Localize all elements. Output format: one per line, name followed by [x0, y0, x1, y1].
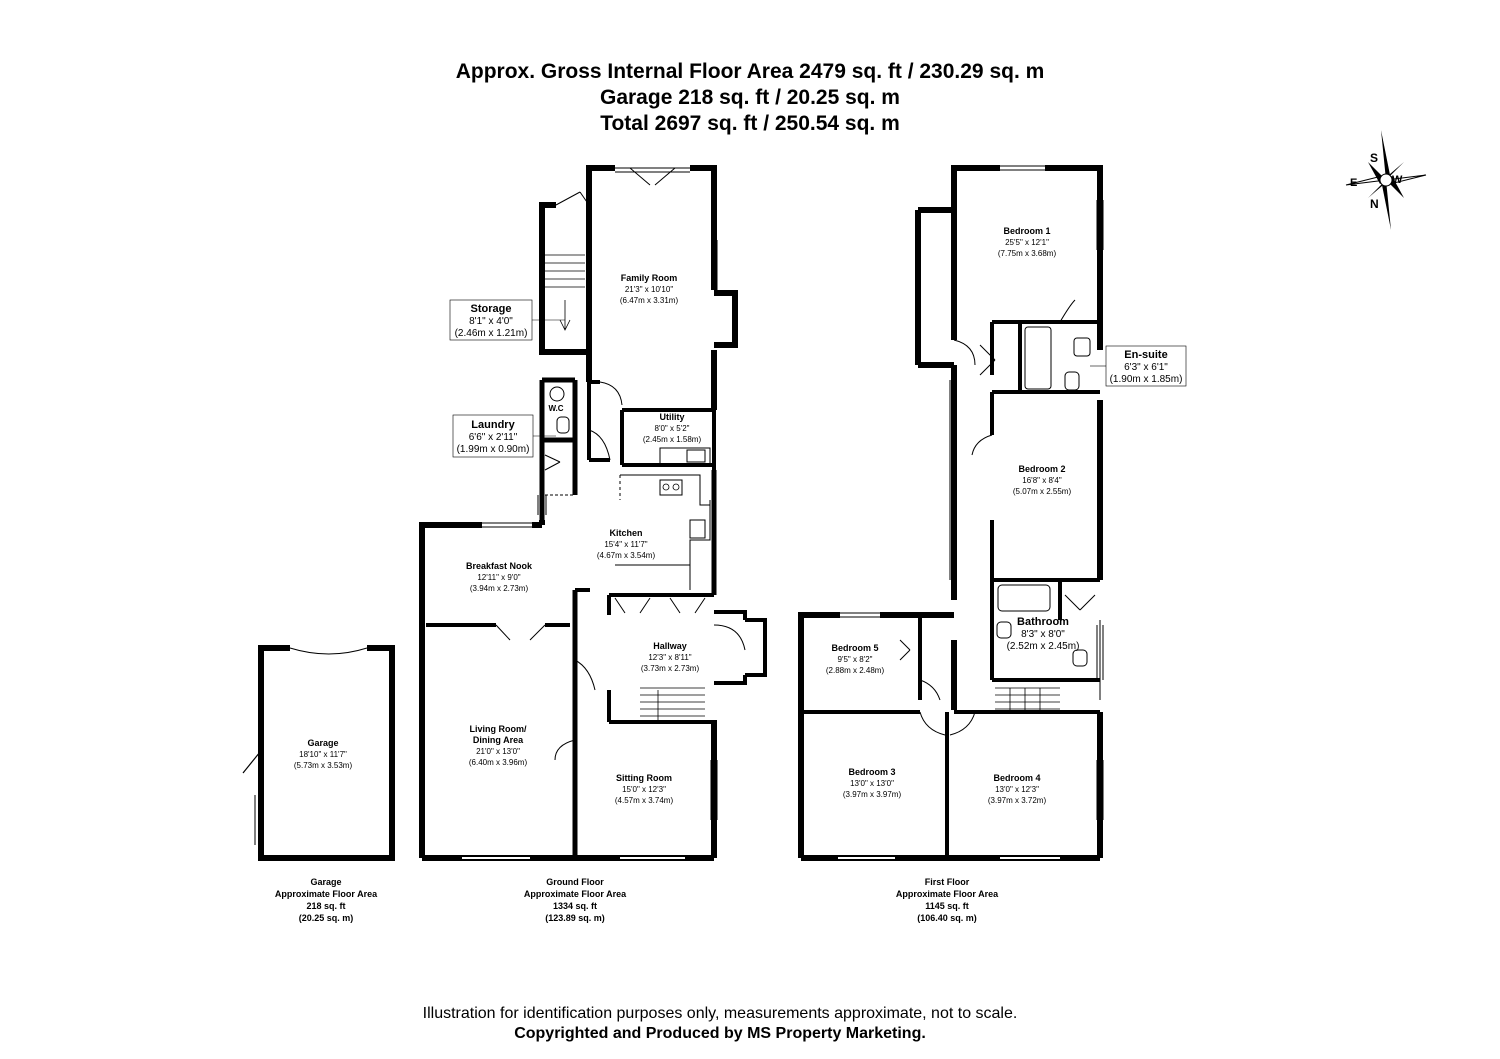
disclaimer-text: Illustration for identification purposes… — [422, 1005, 1018, 1022]
compass-s-label: S — [1370, 151, 1378, 165]
garage-metric: (5.73m x 3.53m) — [294, 761, 353, 770]
living-room-imperial: 21'0" x 13'0" — [476, 747, 520, 756]
laundry-name: Laundry — [471, 419, 515, 431]
first-floor-name: First Floor — [925, 877, 970, 887]
laundry-callout — [452, 414, 534, 458]
bedroom3-metric: (3.97m x 3.97m) — [843, 790, 902, 799]
storage-imperial: 8'1" x 4'0" — [469, 316, 513, 327]
storage-name: Storage — [471, 303, 512, 315]
first-floor-label: Approximate Floor Area — [896, 889, 999, 899]
first-floor-sqm: (106.40 sq. m) — [917, 913, 977, 923]
garage-area-title: Garage 218 sq. ft / 20.25 sq. m — [600, 86, 900, 109]
bedroom4-metric: (3.97m x 3.72m) — [988, 796, 1047, 805]
kitchen-metric: (4.67m x 3.54m) — [597, 551, 656, 560]
ground-floor-sqft: 1334 sq. ft — [553, 901, 597, 911]
bedroom2-metric: (5.07m x 2.55m) — [1013, 487, 1072, 496]
ground-floor-name: Ground Floor — [546, 877, 604, 887]
ensuite-imperial: 6'3" x 6'1" — [1124, 362, 1168, 373]
compass-w-label: W — [1392, 174, 1403, 186]
bedroom2-imperial: 16'8" x 8'4" — [1022, 476, 1062, 485]
living-room-name-line1: Living Room/ — [470, 724, 527, 734]
laundry-imperial: 6'6" x 2'11" — [469, 432, 518, 443]
first-floor-plan — [798, 165, 1104, 861]
sitting-room-name: Sitting Room — [616, 773, 672, 783]
bedroom2-name: Bedroom 2 — [1018, 464, 1065, 474]
utility-imperial: 8'0" x 5'2" — [655, 424, 690, 433]
laundry-metric: (1.99m x 0.90m) — [457, 444, 530, 455]
bedroom4-imperial: 13'0" x 12'3" — [995, 785, 1039, 794]
sitting-room-metric: (4.57m x 3.74m) — [615, 796, 674, 805]
garage-imperial: 18'10" x 11'7" — [299, 750, 347, 759]
garage-floor-sqft: 218 sq. ft — [306, 901, 345, 911]
bedroom3-name: Bedroom 3 — [848, 767, 895, 777]
bathroom-metric: (2.52m x 2.45m) — [1007, 641, 1080, 652]
compass-n-label: N — [1370, 197, 1379, 211]
compass-icon: S W N E — [1345, 130, 1427, 230]
garage-floor-name: Garage — [310, 877, 341, 887]
bedroom3-imperial: 13'0" x 13'0" — [850, 779, 894, 788]
garage-name: Garage — [307, 738, 338, 748]
bedroom4-name: Bedroom 4 — [993, 773, 1040, 783]
kitchen-imperial: 15'4" x 11'7" — [604, 540, 647, 549]
breakfast-nook-metric: (3.94m x 2.73m) — [470, 584, 529, 593]
utility-name: Utility — [659, 412, 684, 422]
hallway-metric: (3.73m x 2.73m) — [641, 664, 700, 673]
garage-plan — [242, 645, 395, 861]
first-floor-sqft: 1145 sq. ft — [925, 901, 969, 911]
family-room-name: Family Room — [621, 273, 678, 283]
wc-name: W.C — [548, 404, 563, 413]
ensuite-name: En-suite — [1124, 349, 1167, 361]
bedroom1-imperial: 25'5" x 12'1" — [1005, 238, 1049, 247]
hallway-imperial: 12'3" x 8'11" — [648, 653, 691, 662]
ground-floor-plan — [419, 165, 767, 861]
total-area-title: Total 2697 sq. ft / 250.54 sq. m — [600, 112, 900, 135]
bedroom1-name: Bedroom 1 — [1003, 226, 1050, 236]
hallway-name: Hallway — [653, 641, 687, 651]
living-room-name-line2: Dining Area — [473, 735, 524, 745]
family-room-imperial: 21'3" x 10'10" — [625, 285, 673, 294]
garage-floor-label: Approximate Floor Area — [275, 889, 378, 899]
garage-floor-sqm: (20.25 sq. m) — [299, 913, 354, 923]
utility-metric: (2.45m x 1.58m) — [643, 435, 702, 444]
storage-metric: (2.46m x 1.21m) — [455, 328, 528, 339]
bathroom-name: Bathroom — [1017, 616, 1069, 628]
sitting-room-imperial: 15'0" x 12'3" — [622, 785, 666, 794]
living-room-metric: (6.40m x 3.96m) — [469, 758, 528, 767]
area-title: Approx. Gross Internal Floor Area 2479 s… — [455, 60, 1045, 83]
compass-e-label: E — [1350, 177, 1357, 189]
ground-floor-label: Approximate Floor Area — [524, 889, 627, 899]
ground-floor-sqm: (123.89 sq. m) — [545, 913, 605, 923]
ensuite-callout — [1105, 345, 1187, 387]
bathroom-imperial: 8'3" x 8'0" — [1021, 629, 1065, 640]
bedroom5-imperial: 9'5" x 8'2" — [838, 655, 873, 664]
breakfast-nook-name: Breakfast Nook — [466, 561, 533, 571]
bedroom5-metric: (2.88m x 2.48m) — [826, 666, 885, 675]
copyright-text: Copyrighted and Produced by MS Property … — [514, 1025, 926, 1042]
breakfast-nook-imperial: 12'11" x 9'0" — [477, 573, 520, 582]
ensuite-metric: (1.90m x 1.85m) — [1110, 374, 1183, 385]
kitchen-name: Kitchen — [609, 528, 642, 538]
family-room-metric: (6.47m x 3.31m) — [620, 296, 679, 305]
bedroom1-metric: (7.75m x 3.68m) — [998, 249, 1057, 258]
bedroom5-name: Bedroom 5 — [831, 643, 878, 653]
